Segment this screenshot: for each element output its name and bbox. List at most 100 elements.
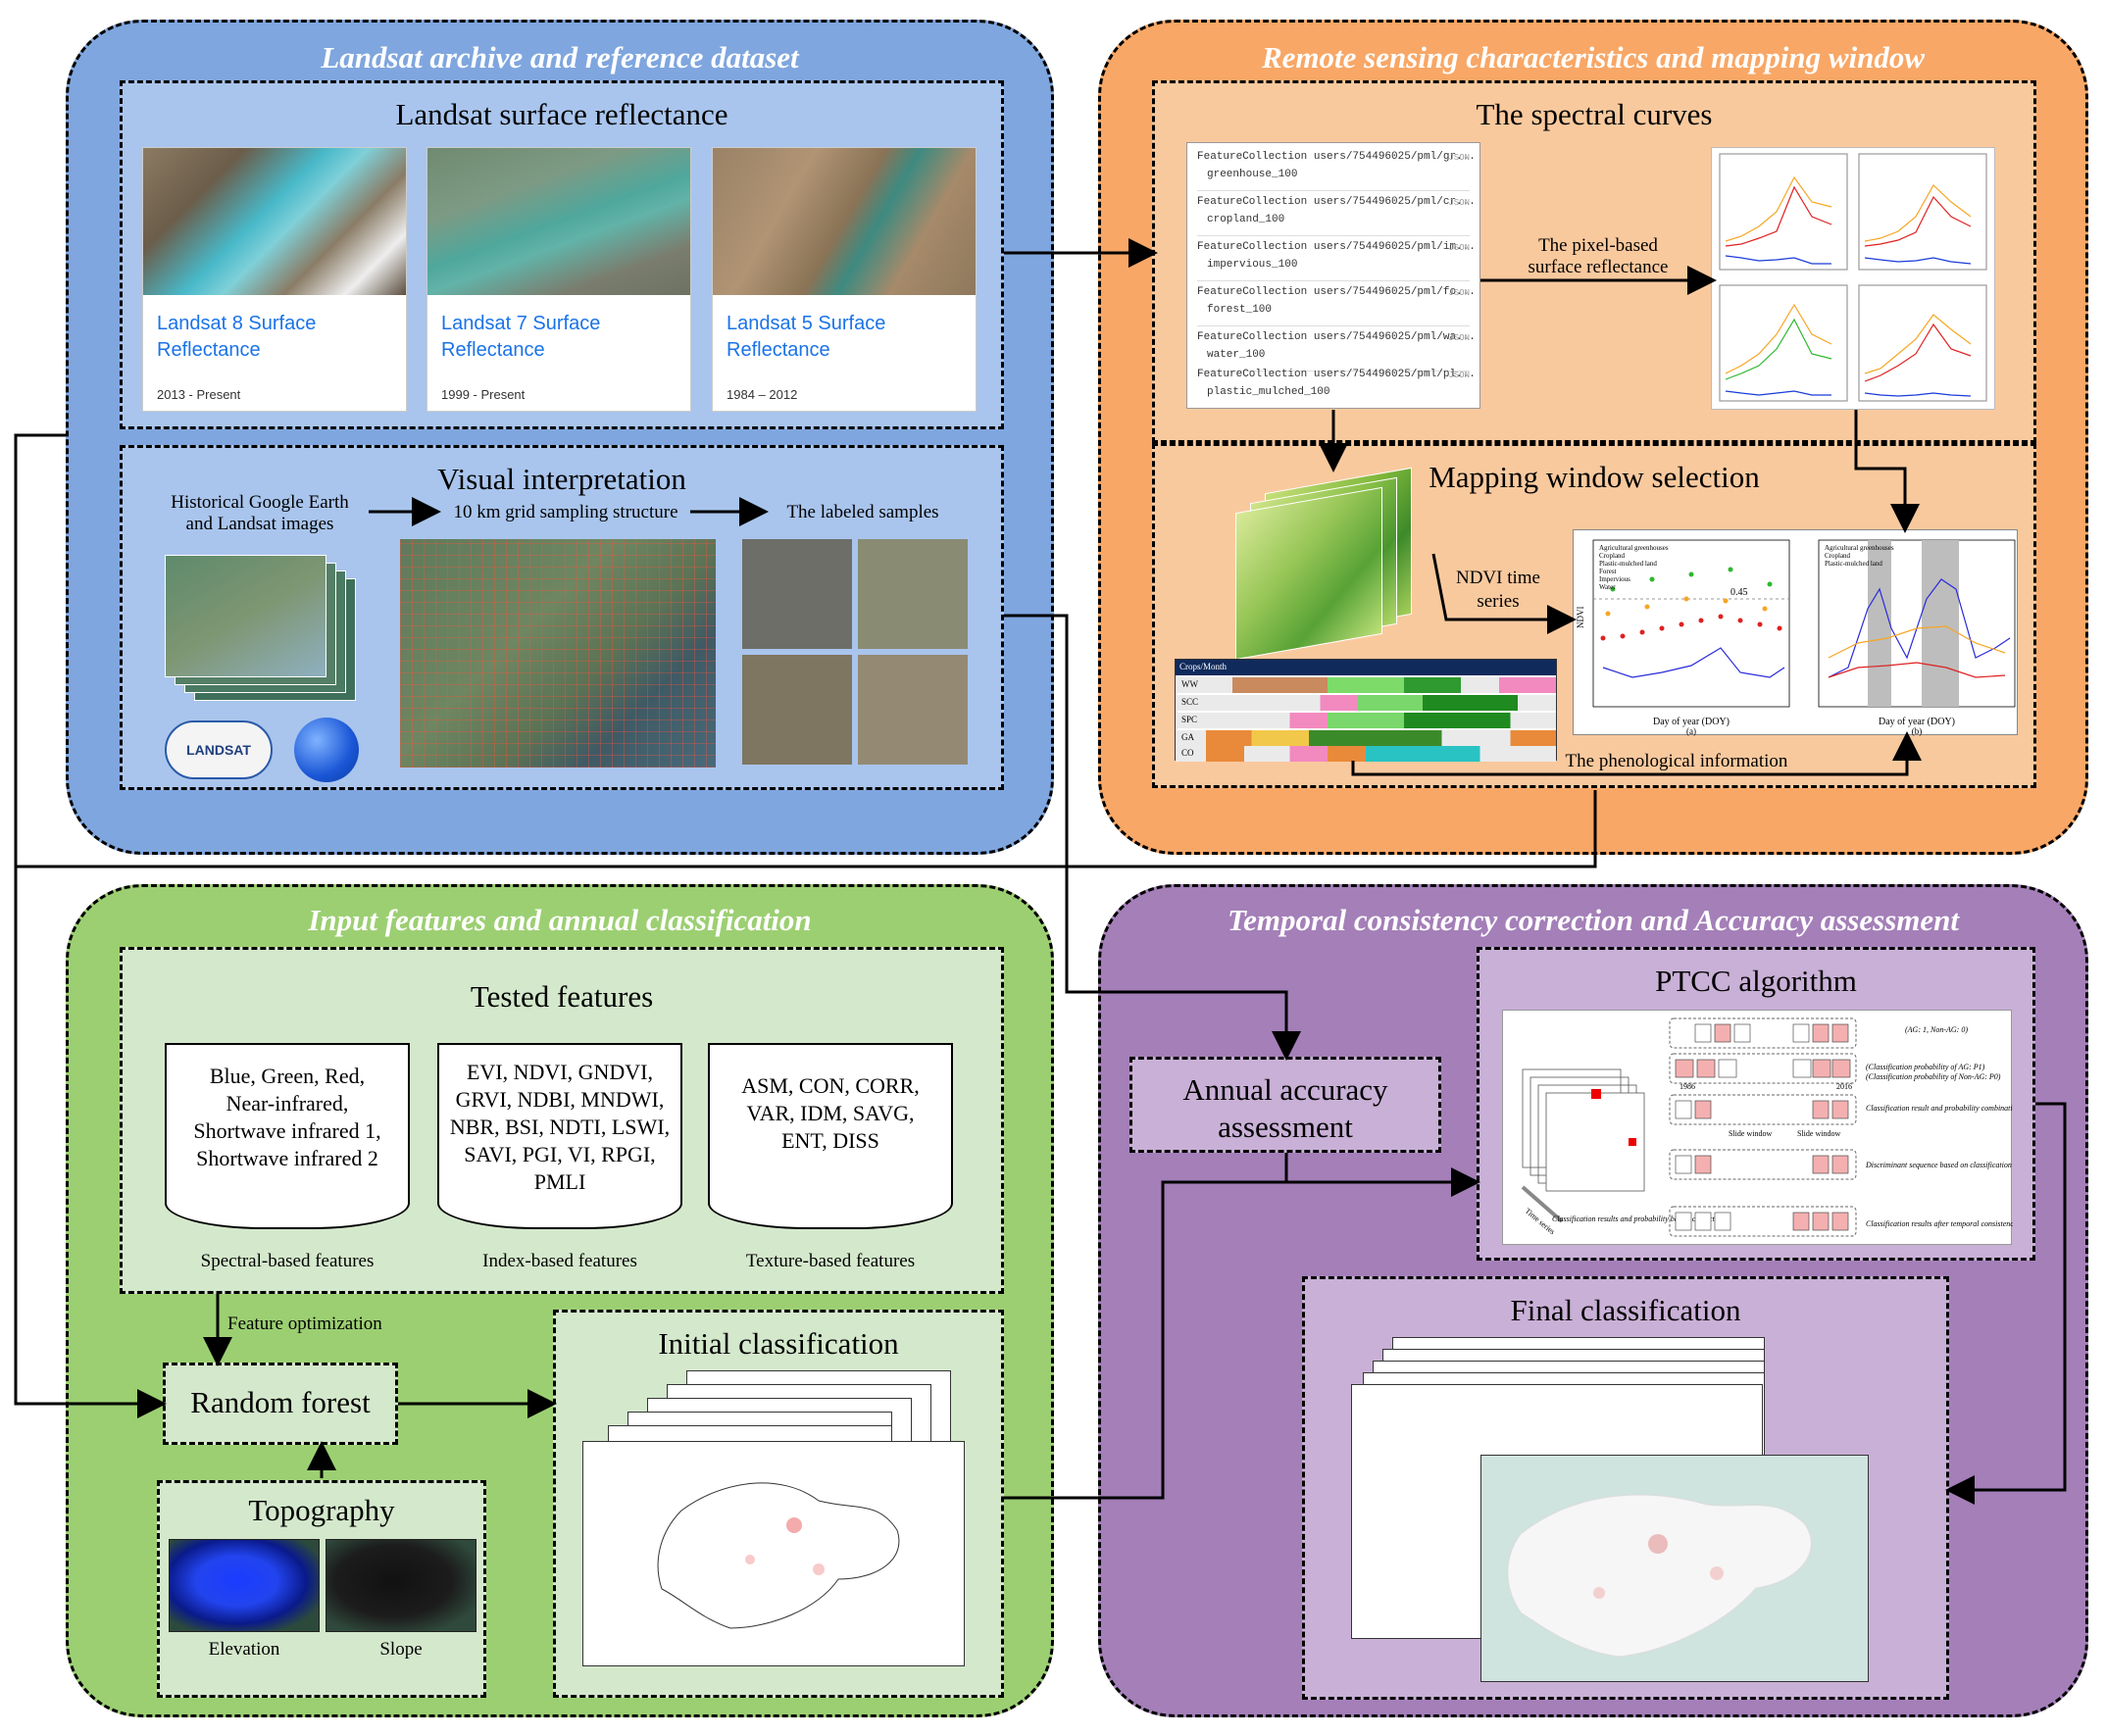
feature-collection-row[interactable]: FeatureCollection users/754496025/pml/gr… [1197, 147, 1476, 191]
reflectance-title: Landsat surface reflectance [395, 97, 728, 131]
ptcc-combo: Classification result and probability co… [1866, 1104, 2013, 1113]
crop-row-scc [1176, 695, 1556, 711]
pixel-reflectance-label: The pixel-based surface reflectance [1528, 235, 1669, 277]
random-forest-box: Random forest [163, 1363, 398, 1445]
ndvi-y-label: NDVI [1576, 607, 1585, 629]
ptcc-slide-2: Slide window [1797, 1129, 1840, 1138]
ptcc-slide-1: Slide window [1729, 1129, 1772, 1138]
grid-sampling-map [400, 539, 716, 768]
landsat5-years: 1984 – 2012 [727, 387, 798, 402]
ptcc-prob-ag: (Classification probability of AG: P1) [1866, 1063, 1985, 1071]
mapping-window-title: Mapping window selection [1429, 460, 1760, 494]
ndvi-chart-svg: 0.45 Day of year (DOY) Day of year (DOY)… [1576, 539, 2016, 736]
slope-label: Slope [379, 1639, 423, 1660]
window-band [1922, 540, 1959, 707]
landsat5-name: Landsat 5 Surface Reflectance [727, 313, 886, 361]
texture-features-text: ASM, CON, CORR, VAR, IDM, SAVG, ENT, DIS… [741, 1073, 920, 1153]
spectral-features-caption: Spectral-based features [200, 1251, 375, 1271]
window-band [1868, 540, 1891, 707]
ndvi-x-label: Day of year (DOY) [1653, 717, 1730, 727]
ptcc-legend: (AG: 1, Non-AG: 0) [1905, 1025, 1968, 1034]
chart-a-tag: (a) [1686, 726, 1696, 736]
ptcc-before: Classification results and probability b… [1552, 1215, 1725, 1223]
landsat-logo: LANDSAT [165, 720, 273, 779]
crop-label-ww: WW [1181, 679, 1198, 689]
index-features-text: EVI, NDVI, GNDVI, GRVI, NDBI, MNDWI, NBR… [449, 1060, 671, 1194]
crop-label-co: CO [1181, 748, 1194, 758]
ptcc-diagram: Time series Classification results and p… [1502, 1010, 2051, 1245]
landsat7-years: 1999 - Present [441, 387, 526, 402]
crop-row-ga [1176, 730, 1556, 746]
elevation-label: Elevation [208, 1639, 280, 1660]
arrow-samples-to-accuracy [1004, 614, 1301, 1061]
panel-title-input: Input features and annual classification [308, 903, 812, 937]
random-forest-label: Random forest [190, 1385, 371, 1419]
svg-text:Plastic-mulched land: Plastic-mulched land [1825, 560, 1882, 568]
slope-map [326, 1539, 476, 1632]
ptcc-prob-nonag: (Classification probability of Non-AG: P… [1866, 1072, 2001, 1081]
feature-collection-row[interactable]: FeatureCollection users/754496025/pml/cr… [1197, 192, 1476, 236]
landsat5-card[interactable]: Landsat 5 Surface Reflectance 1984 – 201… [712, 147, 977, 412]
crop-row-ww [1176, 677, 1556, 693]
tested-features-title: Tested features [470, 979, 654, 1014]
ndvi-time-series-label: NDVI time series [1455, 568, 1540, 612]
panel-title-landsat: Landsat archive and reference dataset [321, 40, 799, 74]
ptcc-title: PTCC algorithm [1655, 964, 1857, 998]
spectral-charts [1711, 147, 1995, 410]
crop-label-ga: GA [1181, 732, 1194, 742]
landsat8-years: 2013 - Present [157, 387, 241, 402]
arrow-initial-to-ptcc [1004, 1167, 1480, 1500]
phenological-info-label: The phenological information [1565, 751, 1788, 771]
panel-title-remote: Remote sensing characteristics and mappi… [1261, 40, 1926, 74]
ptcc-diagram-svg: Time series Classification results and p… [1521, 1017, 2051, 1237]
initial-classification-map [582, 1441, 965, 1666]
phenology-header [1176, 660, 1556, 675]
grid-sampling-label: 10 km grid sampling structure [453, 502, 678, 522]
feature-collection-row[interactable]: FeatureCollection users/754496025/pml/im… [1197, 237, 1476, 281]
svg-text:Agricultural greenhouses: Agricultural greenhouses [1599, 544, 1669, 552]
arrow-ptcc-to-final [1945, 1102, 2067, 1505]
spectral-charts-svg [1719, 153, 1987, 402]
svg-text:Cropland: Cropland [1599, 552, 1626, 560]
feature-collection-row[interactable]: FeatureCollection users/754496025/pml/pl… [1197, 369, 1476, 398]
topography-title: Topography [248, 1493, 395, 1527]
arrow-charts-to-ndvi [1854, 410, 1920, 533]
elevation-map [169, 1539, 320, 1632]
ndvi-chart-b-frame [1818, 539, 2016, 708]
feature-collection-row[interactable]: FeatureCollection users/754496025/pml/fo… [1197, 282, 1476, 326]
landsat5-thumbnail [713, 148, 976, 295]
svg-text:Agricultural greenhouses: Agricultural greenhouses [1825, 544, 1894, 552]
ptcc-after: Classification results after temporal co… [1866, 1219, 2013, 1228]
svg-text:Water: Water [1599, 583, 1616, 591]
spectral-curves-title: The spectral curves [1476, 97, 1713, 131]
annual-accuracy-box: Annual accuracy assessment [1129, 1057, 1441, 1153]
svg-text:Forest: Forest [1599, 568, 1617, 575]
initial-classification-title: Initial classification [658, 1326, 899, 1361]
landsat8-thumbnail [143, 148, 406, 295]
annual-accuracy-label: Annual accuracy assessment [1182, 1072, 1388, 1144]
feature-optimization-label: Feature optimization [227, 1314, 382, 1334]
spectral-features-doc: Blue, Green, Red, Near-infrared, Shortwa… [165, 1043, 410, 1229]
landsat7-name: Landsat 7 Surface Reflectance [441, 313, 601, 361]
ptcc-year-start: 1986 [1680, 1082, 1695, 1091]
historical-images-label: Historical Google Earth and Landsat imag… [171, 492, 349, 534]
ndvi-chart-area: 0.45 Day of year (DOY) Day of year (DOY)… [1573, 529, 2018, 736]
index-features-doc: EVI, NDVI, GNDVI, GRVI, NDBI, MNDWI, NBR… [437, 1043, 682, 1229]
arrow-landsat-to-rf [14, 433, 167, 1418]
texture-features-doc: ASM, CON, CORR, VAR, IDM, SAVG, ENT, DIS… [708, 1043, 953, 1229]
ndvi-legend-b: Agricultural greenhouses Cropland Plasti… [1825, 544, 1894, 568]
landsat8-card[interactable]: Landsat 8 Surface Reflectance 2013 - Pre… [142, 147, 407, 412]
svg-text:Plastic-mulched land: Plastic-mulched land [1599, 560, 1657, 568]
crop-label-spc: SPC [1181, 715, 1198, 724]
crop-row-spc [1176, 713, 1556, 728]
arrow-phenology-to-chart [1351, 731, 1922, 776]
sample-tile [858, 655, 968, 765]
threshold-label: 0.45 [1730, 587, 1748, 598]
texture-features-caption: Texture-based features [745, 1251, 916, 1271]
crop-label-scc: SCC [1181, 697, 1199, 707]
feature-collection-row[interactable]: FeatureCollection users/754496025/pml/wa… [1197, 327, 1476, 372]
landsat8-name: Landsat 8 Surface Reflectance [157, 313, 317, 361]
landsat7-card[interactable]: Landsat 7 Surface Reflectance 1999 - Pre… [426, 147, 691, 412]
svg-text:Impervious: Impervious [1599, 575, 1630, 583]
